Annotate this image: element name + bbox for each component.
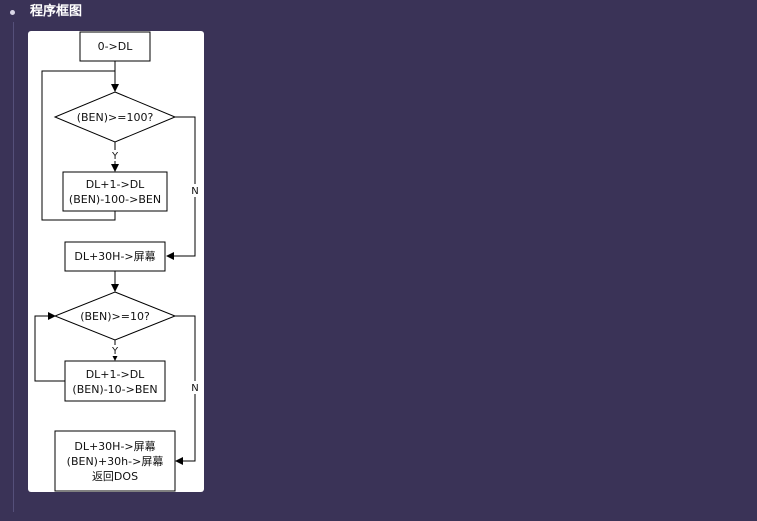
loop2-text-line2: (BEN)-10->BEN <box>72 383 157 396</box>
end-text-line1: DL+30H->屏幕 <box>74 439 155 453</box>
loop1-back-line <box>41 70 116 221</box>
loop2-text-line1: DL+1->DL <box>86 368 145 381</box>
cond1-text: (BEN)>=100? <box>77 111 154 124</box>
output-text: DL+30H->屏幕 <box>74 249 155 263</box>
end-box <box>54 430 176 492</box>
init-text: 0->DL <box>98 40 134 53</box>
end-text-line3: 返回DOS <box>92 470 138 483</box>
cond2-text: (BEN)>=10? <box>80 310 150 323</box>
output-box <box>64 241 166 272</box>
end-text-line2: (BEN)+30h->屏幕 <box>67 454 164 468</box>
cond1-no-label: N <box>191 186 198 197</box>
section-title: 程序框图 <box>30 4 83 19</box>
cond2-yes-label: Y <box>111 346 119 357</box>
loop2-box <box>64 360 166 402</box>
list-bullet <box>10 10 15 15</box>
cond2-no-label: N <box>191 383 198 394</box>
cond1-yes-label: Y <box>111 151 119 162</box>
indent-guide <box>13 22 14 512</box>
init-box <box>79 31 151 62</box>
loop1-text-line1: DL+1->DL <box>86 178 145 191</box>
loop2-back-line <box>34 312 65 382</box>
loop1-box <box>62 171 168 212</box>
loop1-text-line2: (BEN)-100->BEN <box>69 193 161 206</box>
